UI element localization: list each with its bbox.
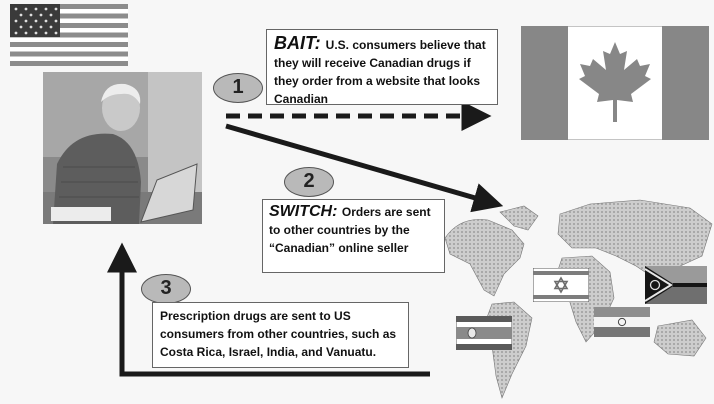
delivery-text: Prescription drugs are sent to US consum… [160, 309, 397, 359]
return-arrow [107, 242, 430, 377]
india-flag-icon [594, 307, 650, 337]
bait-text: U.S. consumers believe that they will re… [274, 38, 486, 106]
vanuatu-flag-icon [645, 266, 707, 304]
bait-callout: BAIT: U.S. consumers believe that they w… [266, 29, 498, 106]
israel-flag-icon [533, 268, 589, 302]
person-photo-icon [43, 72, 202, 224]
step-1-badge: 1 [213, 73, 263, 103]
delivery-callout: Prescription drugs are sent to US consum… [152, 302, 409, 368]
switch-text: Orders are sent to other countries by th… [269, 205, 431, 255]
switch-heading: SWITCH: [269, 203, 342, 220]
step-3-badge: 3 [141, 274, 191, 304]
switch-callout: SWITCH: Orders are sent to other countri… [262, 199, 445, 273]
step-2-badge: 2 [284, 167, 334, 197]
costa-rica-flag-icon [456, 316, 512, 350]
us-flag-icon [10, 4, 128, 66]
canada-flag-icon [521, 26, 709, 140]
switch-arrow [225, 123, 504, 213]
bait-heading: BAIT: [274, 33, 326, 53]
